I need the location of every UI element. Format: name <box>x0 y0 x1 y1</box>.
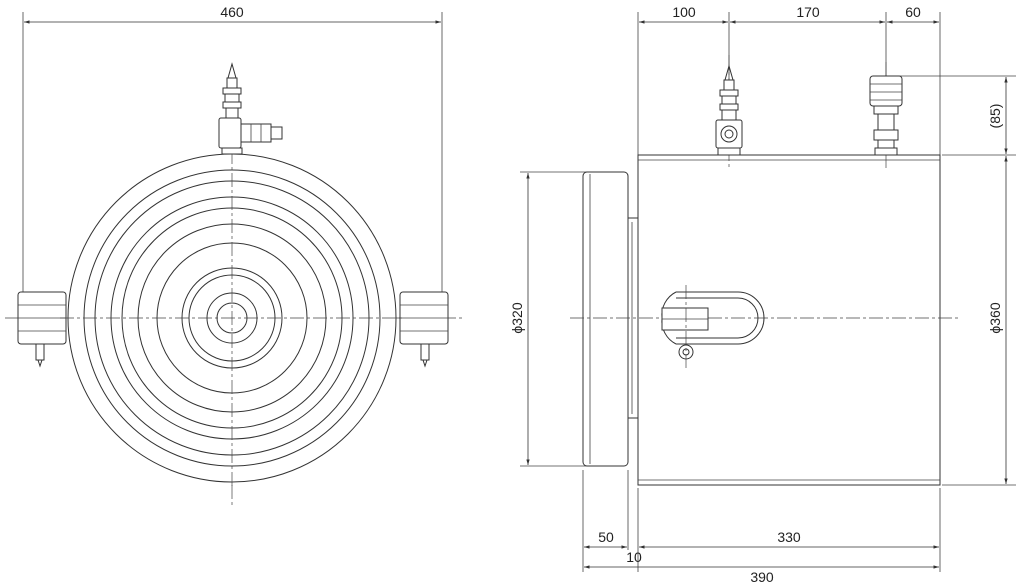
side-view: 100 170 60 (85) ϕ320 ϕ360 <box>509 4 1016 585</box>
dim-10-label: 10 <box>626 549 642 565</box>
dim-60-label: 60 <box>905 4 921 20</box>
coupler-fitting <box>869 62 903 168</box>
front-valve-fitting <box>218 62 283 155</box>
side-dia320-dimension: ϕ320 <box>509 171 590 467</box>
side-shackle <box>661 285 765 368</box>
dim-phi320-label: ϕ320 <box>509 302 525 333</box>
dim-170-label: 170 <box>796 4 820 20</box>
piston-plate <box>582 171 639 467</box>
front-width-label: 460 <box>220 4 244 20</box>
dim-85-label: (85) <box>987 104 1003 129</box>
side-height-dimension: (85) <box>896 75 1016 156</box>
dim-390-label: 390 <box>750 569 774 585</box>
dim-330-label: 330 <box>777 529 801 545</box>
side-valve <box>715 55 743 170</box>
side-dia360-dimension: ϕ360 <box>942 156 1016 486</box>
side-bottom-dimensions: 50 10 330 390 <box>582 470 941 585</box>
right-lug <box>399 291 449 368</box>
dim-100-label: 100 <box>672 4 696 20</box>
left-lug <box>17 291 67 368</box>
dim-phi360-label: ϕ360 <box>987 302 1003 333</box>
front-width-dimension: 460 <box>22 4 443 292</box>
front-view: 460 <box>5 4 462 505</box>
dim-50-label: 50 <box>598 529 614 545</box>
